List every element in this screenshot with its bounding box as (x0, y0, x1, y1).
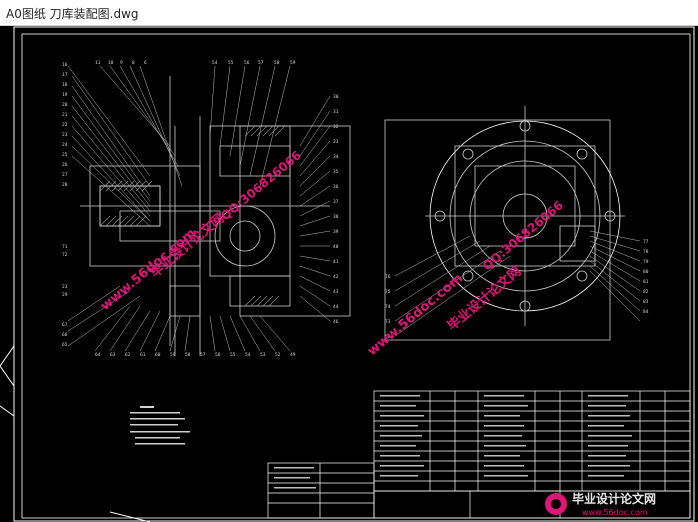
svg-text:49: 49 (290, 352, 296, 358)
svg-text:73: 73 (385, 319, 391, 325)
site-logo: 毕业设计论文网 www.56doc.com (542, 490, 692, 518)
svg-text:33: 33 (333, 139, 339, 145)
svg-text:72: 72 (62, 252, 68, 258)
window-title: A0图纸 刀库装配图.dwg (6, 7, 139, 21)
svg-text:79: 79 (643, 259, 649, 265)
svg-text:57: 57 (258, 60, 264, 66)
svg-text:25: 25 (62, 152, 68, 158)
svg-text:20: 20 (62, 102, 68, 108)
svg-text:42: 42 (333, 274, 339, 280)
svg-text:26: 26 (62, 162, 68, 168)
svg-text:29: 29 (62, 292, 68, 298)
svg-text:40: 40 (333, 244, 339, 250)
svg-text:8: 8 (132, 60, 135, 66)
svg-text:83: 83 (643, 299, 649, 305)
svg-text:84: 84 (643, 309, 649, 315)
end-view-right (384, 106, 625, 341)
svg-text:75: 75 (385, 289, 391, 295)
edge-marks-bottom (109, 511, 151, 522)
svg-text:56: 56 (244, 60, 250, 66)
leader-lines-left (67, 65, 331, 352)
svg-text:16: 16 (62, 62, 68, 68)
svg-text:80: 80 (643, 269, 649, 275)
section-view-left (80, 76, 351, 356)
svg-text:57: 57 (200, 352, 206, 358)
svg-text:59: 59 (290, 60, 296, 66)
svg-text:66: 66 (62, 332, 68, 338)
svg-text:34: 34 (333, 154, 339, 160)
svg-text:77: 77 (643, 239, 649, 245)
svg-text:18: 18 (62, 82, 68, 88)
logo-url-text: www.56doc.com (582, 508, 648, 517)
svg-text:64: 64 (95, 352, 101, 358)
svg-text:74: 74 (385, 304, 391, 310)
parts-list-table (267, 390, 691, 519)
svg-text:62: 62 (125, 352, 131, 358)
svg-text:55: 55 (228, 60, 234, 66)
svg-text:23: 23 (62, 284, 68, 290)
svg-text:21: 21 (62, 112, 68, 118)
logo-brand-text: 毕业设计论文网 (572, 491, 656, 506)
svg-text:56: 56 (215, 352, 221, 358)
watermark-site-2: www.56doc.com (365, 271, 466, 359)
svg-text:63: 63 (110, 352, 116, 358)
svg-text:71: 71 (62, 244, 68, 250)
svg-text:54: 54 (212, 60, 218, 66)
balloon-numbers-right: 77 78 79 80 81 82 83 84 76 75 74 73 68 (385, 239, 649, 340)
watermark-qq-2: QQ:306826066 (480, 198, 566, 273)
svg-text:46: 46 (333, 319, 339, 325)
svg-text:22: 22 (62, 122, 68, 128)
svg-text:32: 32 (333, 124, 339, 130)
svg-text:30: 30 (333, 94, 339, 100)
svg-text:28: 28 (62, 182, 68, 188)
svg-text:36: 36 (333, 184, 339, 190)
hatching-left (99, 125, 286, 307)
svg-text:10: 10 (108, 60, 114, 66)
svg-text:39: 39 (333, 229, 339, 235)
svg-text:54: 54 (245, 352, 251, 358)
svg-text:67: 67 (62, 322, 68, 328)
svg-text:41: 41 (333, 259, 339, 265)
svg-text:43: 43 (333, 289, 339, 295)
svg-text:52: 52 (275, 352, 281, 358)
svg-text:55: 55 (230, 352, 236, 358)
svg-text:11: 11 (95, 60, 101, 66)
svg-text:37: 37 (333, 199, 339, 205)
svg-text:58: 58 (274, 60, 280, 66)
svg-text:44: 44 (333, 304, 339, 310)
svg-text:23: 23 (62, 132, 68, 138)
watermark-qq-1: QQ:306826066 (218, 148, 304, 223)
svg-text:61: 61 (140, 352, 146, 358)
edge-marks (0, 344, 15, 417)
technical-notes (130, 406, 190, 445)
svg-text:24: 24 (62, 142, 68, 148)
svg-text:68: 68 (385, 334, 391, 340)
svg-text:59: 59 (170, 352, 176, 358)
svg-text:78: 78 (643, 249, 649, 255)
svg-text:17: 17 (62, 72, 68, 78)
svg-text:19: 19 (62, 92, 68, 98)
svg-text:27: 27 (62, 172, 68, 178)
svg-text:58: 58 (185, 352, 191, 358)
svg-text:82: 82 (643, 289, 649, 295)
svg-text:76: 76 (385, 274, 391, 280)
svg-text:6: 6 (144, 60, 147, 66)
sheet-border (13, 26, 695, 522)
svg-text:53: 53 (260, 352, 266, 358)
balloon-numbers-left: 16 17 18 19 20 21 22 23 24 25 26 27 28 71 72 23 29 67… (62, 60, 339, 358)
svg-text:31: 31 (333, 109, 339, 115)
window-title-bar: A0图纸 刀库装配图.dwg (0, 0, 698, 26)
svg-text:9: 9 (120, 60, 123, 66)
svg-text:81: 81 (643, 279, 649, 285)
watermark-brand-1: 毕业设计论文网 (147, 210, 227, 281)
svg-text:65: 65 (62, 342, 68, 348)
svg-text:38: 38 (333, 214, 339, 220)
parts-list-text (274, 395, 632, 489)
svg-text:35: 35 (333, 169, 339, 175)
leader-lines-right (394, 230, 641, 337)
svg-text:60: 60 (155, 352, 161, 358)
